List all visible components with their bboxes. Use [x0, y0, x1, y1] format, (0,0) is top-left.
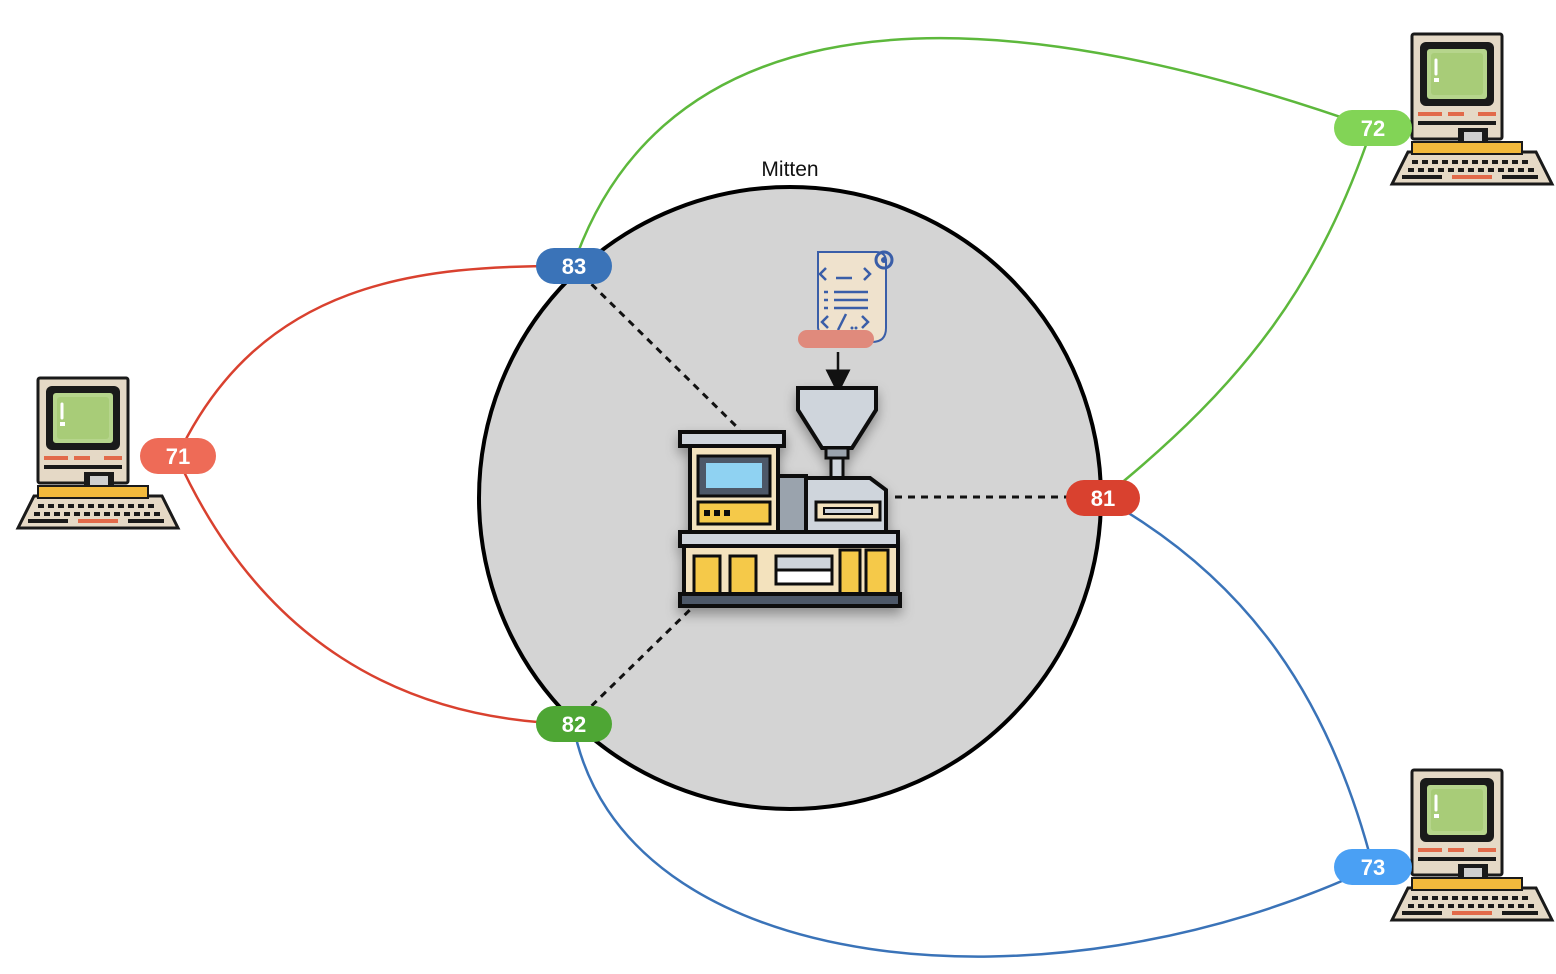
dashed-link-83-hub [571, 264, 742, 432]
link-82-73 [571, 723, 1374, 958]
link-71-82 [175, 456, 574, 726]
dashed-link-82-hub [571, 598, 702, 726]
node-82-label: 82 [562, 712, 586, 737]
link-83-72 [571, 36, 1373, 267]
node-72[interactable]: 72 [1334, 110, 1412, 146]
node-83-label: 83 [562, 254, 586, 279]
node-82[interactable]: 82 [536, 706, 612, 742]
region-label: Mitten [761, 158, 818, 181]
node-72-label: 72 [1361, 116, 1385, 141]
node-71[interactable]: 71 [140, 438, 216, 474]
node-81[interactable]: 81 [1066, 480, 1140, 516]
factory-machine-icon [678, 386, 902, 608]
node-73[interactable]: 73 [1334, 849, 1412, 885]
code-scroll-icon [798, 250, 894, 348]
node-81-label: 81 [1091, 486, 1115, 511]
computer-73-icon [1390, 768, 1554, 922]
node-71-label: 71 [166, 444, 190, 469]
link-72-81 [1102, 127, 1374, 499]
link-71-83 [175, 264, 574, 458]
node-83[interactable]: 83 [536, 248, 612, 284]
computer-72-icon [1390, 32, 1554, 186]
node-73-label: 73 [1361, 855, 1385, 880]
link-81-73 [1102, 496, 1375, 868]
